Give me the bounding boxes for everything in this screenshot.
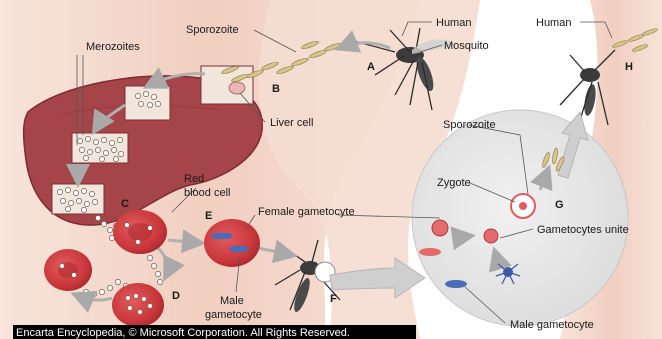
- label-female-gametocyte: Female gametocyte: [258, 206, 355, 218]
- red-blood-cell-d: [112, 283, 164, 327]
- gametocytes-unite-cell: [484, 229, 498, 243]
- step-f: F: [330, 293, 337, 305]
- step-d: D: [172, 290, 180, 302]
- zygote-cell: [511, 194, 535, 218]
- label-merozoites: Merozoites: [86, 41, 140, 53]
- red-blood-cell-e: [204, 219, 260, 267]
- label-human-left: Human: [436, 17, 471, 29]
- label-male-gametocyte-left-1: Male: [220, 295, 244, 307]
- credit-text: Encarta Encyclopedia, © Microsoft Corpor…: [16, 327, 350, 339]
- liver-cell-bottom: [52, 184, 104, 214]
- label-liver-cell: Liver cell: [270, 117, 313, 129]
- liver-cell-middle: [125, 86, 170, 120]
- step-e: E: [205, 210, 212, 222]
- label-sporozoite-top: Sporozoite: [186, 24, 239, 36]
- label-mosquito: Mosquito: [444, 40, 489, 52]
- step-g: G: [555, 199, 564, 211]
- step-c: C: [121, 198, 129, 210]
- label-red-blood-cell-1: Red: [184, 173, 204, 185]
- liver-cell-merozoites: [72, 133, 128, 163]
- label-red-blood-cell-2: blood cell: [184, 187, 230, 199]
- step-h: H: [625, 61, 633, 73]
- label-sporozoite-circle: Sporozoite: [443, 119, 496, 131]
- step-b: B: [272, 83, 280, 95]
- label-gametocytes-unite: Gametocytes unite: [537, 224, 629, 236]
- label-human-right: Human: [536, 17, 571, 29]
- step-a: A: [367, 61, 375, 73]
- red-blood-cell-d-left: [44, 249, 92, 291]
- label-male-gametocyte-left-2: gametocyte: [205, 309, 262, 321]
- label-zygote: Zygote: [437, 177, 471, 189]
- red-blood-cell-c: [113, 210, 167, 254]
- label-male-gametocyte-right: Male gametocyte: [510, 319, 594, 331]
